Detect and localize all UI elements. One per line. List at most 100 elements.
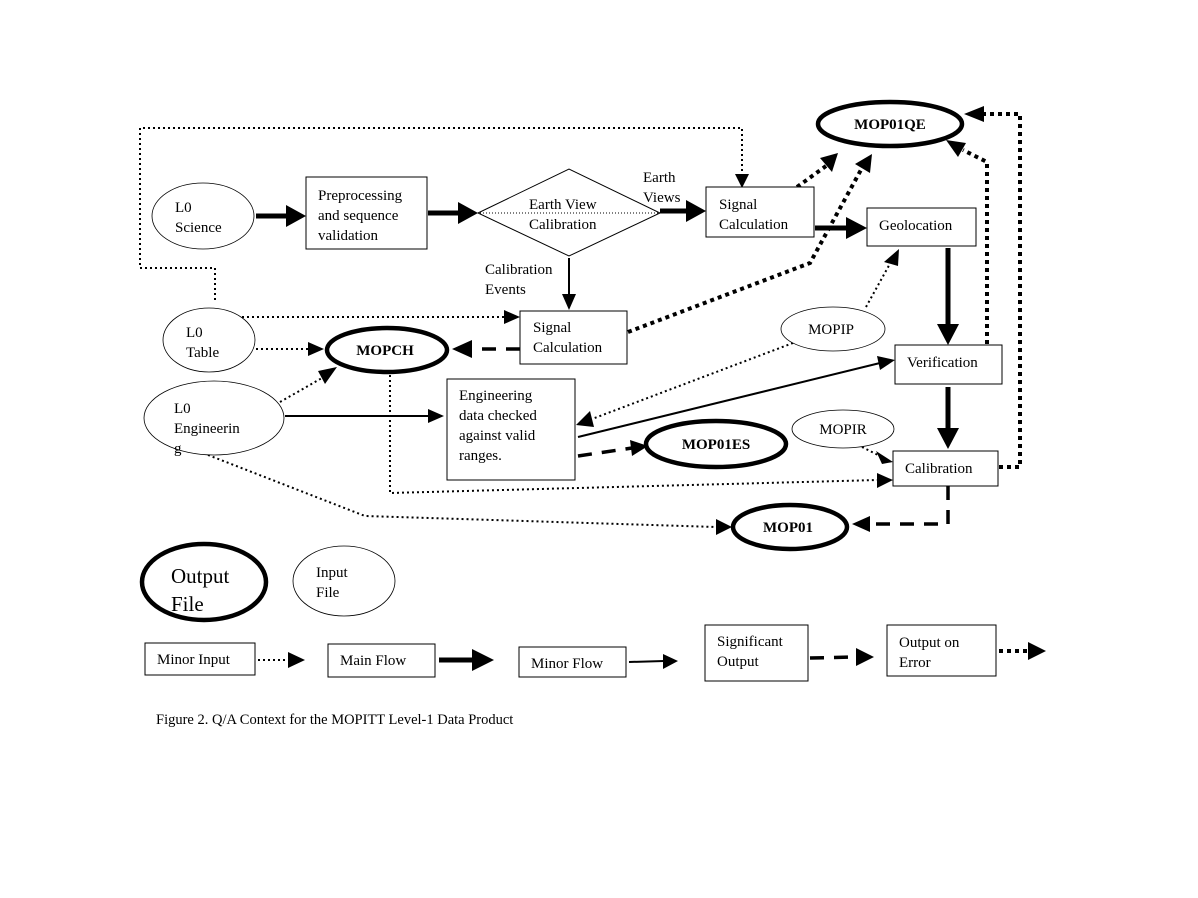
label: MOP01 — [763, 520, 813, 536]
connector-l0eng-to-mop01 — [207, 454, 717, 528]
process-geolocation: Geolocation — [866, 207, 977, 247]
arrowhead — [877, 473, 893, 488]
legend-output-on-error: Output on Error — [886, 624, 1046, 677]
output-file-mopch: MOPCH — [324, 325, 450, 375]
input-file-mopip: MOPIP — [780, 306, 886, 352]
input-file-l0-science: L0 Science — [151, 182, 255, 250]
arrowhead — [820, 153, 838, 172]
arrowhead — [318, 367, 337, 384]
label: Minor Input — [157, 652, 231, 668]
output-file-mop01: MOP01 — [730, 502, 850, 552]
connector-signal-mid-to-mop01qe — [627, 167, 864, 334]
legend-main-flow: Main Flow — [327, 643, 494, 678]
arrowhead — [308, 342, 324, 356]
connector-calibration-to-mop01qe — [980, 112, 1022, 469]
arrowhead — [876, 451, 893, 464]
label: Calculation — [719, 217, 789, 233]
label: MOP01ES — [682, 437, 750, 453]
label: Input — [316, 565, 348, 581]
connector-mopip-to-engineering — [591, 342, 794, 420]
input-file-mopir: MOPIR — [791, 409, 895, 449]
arrowhead — [884, 249, 899, 266]
arrowhead — [504, 310, 520, 324]
label: Calibration — [905, 461, 973, 477]
svg-text:Calibration: Calibration — [485, 262, 553, 278]
arrowhead — [630, 440, 648, 456]
arrowhead — [964, 106, 984, 122]
arrowhead — [937, 324, 959, 345]
arrowhead — [428, 409, 444, 423]
label-earth-views: Earth Views — [643, 170, 681, 206]
process-preprocessing: Preprocessing and sequence validation — [305, 176, 428, 250]
connector-signal-top-to-mop01qe — [795, 164, 828, 189]
label: ranges. — [459, 448, 502, 464]
arrowhead — [877, 356, 895, 370]
arrowhead — [946, 140, 966, 157]
legend-output-file: Output File — [139, 541, 269, 623]
legend-minor-flow: Minor Flow — [518, 646, 678, 678]
connector-mopir-to-calibration — [861, 446, 881, 457]
process-signal-calculation-top: Signal Calculation — [705, 186, 815, 238]
connector-l0table-to-signal-top — [139, 127, 743, 300]
label: Calibration — [529, 217, 597, 233]
arrowhead — [735, 174, 749, 188]
legend-input-file: Input File — [292, 545, 396, 617]
connector-engineering-to-mop01es — [577, 446, 633, 458]
label: Preprocessing — [318, 188, 403, 204]
arrowhead — [452, 340, 472, 358]
label: L0 — [175, 200, 192, 216]
label: File — [316, 585, 340, 601]
input-file-l0-engineering: L0 Engineerin g — [143, 380, 285, 457]
connector-l0eng-to-mopch — [279, 377, 323, 403]
label: and sequence — [318, 208, 399, 224]
label: Error — [899, 655, 931, 671]
connector-mopip-to-geolocation — [865, 259, 893, 308]
label: File — [171, 592, 204, 616]
arrowhead — [716, 519, 732, 535]
label: data checked — [459, 408, 537, 424]
arrowhead — [846, 217, 867, 239]
label: L0 — [186, 325, 203, 341]
label: against valid — [459, 428, 536, 444]
label: Output — [171, 564, 230, 588]
legend-significant-output: Significant Output — [704, 624, 874, 682]
label: Output — [717, 654, 760, 670]
label: MOPIP — [808, 322, 854, 338]
svg-text:Views: Views — [643, 190, 681, 206]
legend-minor-input: Minor Input — [144, 642, 305, 676]
label: L0 — [174, 401, 191, 417]
label: Engineering — [459, 388, 533, 404]
label: Verification — [907, 355, 978, 371]
arrowhead — [458, 202, 478, 224]
label: Output on — [899, 635, 960, 651]
process-verification: Verification — [894, 344, 1003, 385]
arrowhead — [576, 411, 594, 427]
label: Table — [186, 345, 219, 361]
arrowhead — [855, 154, 872, 173]
label-calibration-events: Calibration Events — [485, 262, 553, 298]
label: MOPCH — [356, 343, 414, 359]
label: MOP01QE — [854, 117, 926, 133]
process-calibration: Calibration — [892, 450, 999, 487]
label: Engineerin — [174, 421, 240, 437]
label: Significant — [717, 634, 784, 650]
label: Main Flow — [340, 653, 406, 669]
svg-text:Earth: Earth — [643, 170, 676, 186]
connector-engineering-to-verification — [577, 362, 881, 438]
arrowhead — [937, 428, 959, 449]
label: g — [174, 441, 182, 457]
output-file-mop01qe: MOP01QE — [815, 99, 965, 149]
label: Signal — [533, 320, 571, 336]
label: Science — [175, 220, 222, 236]
decision-earth-view-calibration: Earth View Calibration — [476, 168, 662, 257]
label: MOPIR — [819, 422, 867, 438]
output-file-mop01es: MOP01ES — [643, 418, 789, 470]
arrowhead — [286, 205, 306, 227]
process-signal-calculation-mid: Signal Calculation — [519, 310, 628, 365]
arrowhead — [852, 516, 870, 532]
label: Minor Flow — [531, 656, 603, 672]
figure-caption: Figure 2. Q/A Context for the MOPITT Lev… — [156, 712, 513, 728]
arrowhead — [562, 294, 576, 310]
input-file-l0-table: L0 Table — [162, 307, 256, 373]
label: validation — [318, 228, 378, 244]
